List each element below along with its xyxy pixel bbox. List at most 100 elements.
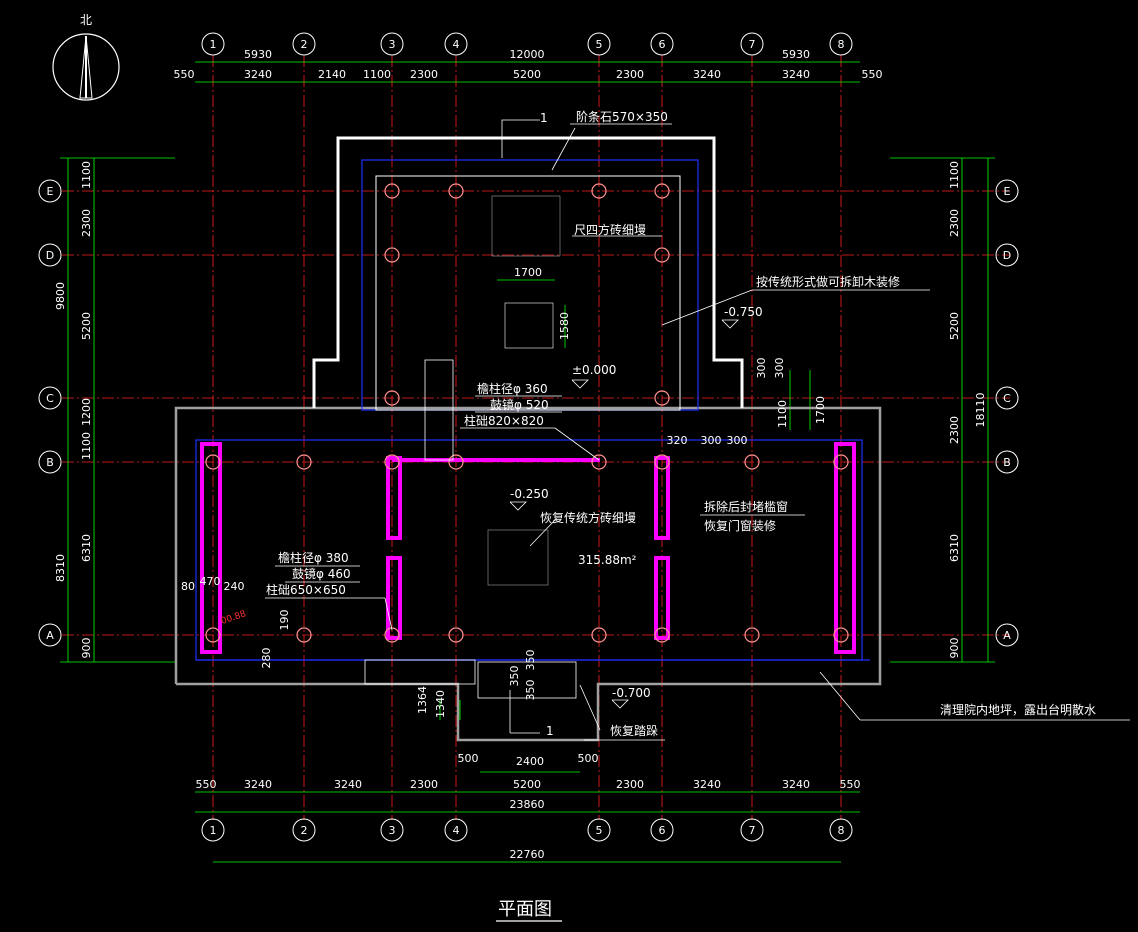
dim-top-r2-5: 5200 <box>513 68 541 81</box>
grid-letter-b-left: B <box>46 456 54 469</box>
elev-top-label: -0.750 <box>724 305 763 319</box>
dim-top-1: 5930 <box>244 48 272 61</box>
dim-right-2: 5200 <box>948 312 961 340</box>
col-bot-diameter: 檐柱径φ 380 <box>278 550 349 565</box>
dim-bot-8: 550 <box>840 778 861 791</box>
dim-top-r2-2: 2140 <box>318 68 346 81</box>
dim-side-2: 240 <box>224 580 245 593</box>
dim-left-outer-1: 8310 <box>54 554 67 582</box>
grid-num-2-top: 2 <box>301 38 308 51</box>
dim-left-outer-0: 9800 <box>54 282 67 310</box>
elev-step-label: -0.700 <box>612 686 651 700</box>
dim-stair-1: 1340 <box>434 690 447 718</box>
dim-top-r2-4: 2300 <box>410 68 438 81</box>
grid-letter-c-right: C <box>1003 392 1011 405</box>
axis-grid <box>62 55 1010 820</box>
grid-num-5-bottom: 5 <box>596 824 603 837</box>
tile-top-label: 尺四方砖细墁 <box>574 222 646 237</box>
dim-stair-9: 280 <box>260 648 273 669</box>
grid-bubbles <box>38 32 1019 842</box>
window-label-1: 拆除后封堵槛窗 <box>704 499 788 514</box>
stairs <box>364 359 577 699</box>
bottom-dimensions: 550 3240 3240 2300 5200 2300 3240 3240 5… <box>196 778 861 861</box>
dim-top-r2-9: 550 <box>862 68 883 81</box>
inner-lines <box>195 159 870 661</box>
col-top-base: 柱础820×820 <box>464 413 544 428</box>
dim-left-3: 1200 <box>80 398 93 426</box>
dim-side-1: 470 <box>200 575 221 588</box>
dim-bot-0: 550 <box>196 778 217 791</box>
yard-note-label: 清理院内地坪，露出台明散水 <box>940 702 1096 717</box>
step-stone-label: 阶条石570×350 <box>576 110 668 124</box>
dim-bot-2: 3240 <box>334 778 362 791</box>
dim-right-5: 900 <box>948 638 961 659</box>
dim-top-r2-0: 550 <box>174 68 195 81</box>
dim-bot-6: 3240 <box>693 778 721 791</box>
grid-letter-c-left: C <box>46 392 54 405</box>
grid-num-6-bottom: 6 <box>659 824 666 837</box>
north-label: 北 <box>80 13 92 27</box>
dim-stair-3: 350 <box>524 650 537 671</box>
dimension-lines <box>60 61 995 863</box>
dim-stair-2: 350 <box>508 666 521 687</box>
window-label-2: 恢复门窗装修 <box>704 518 776 533</box>
grid-num-4-top: 4 <box>453 38 460 51</box>
section-mark-top: 1 <box>540 111 548 125</box>
dim-left-1: 2300 <box>80 209 93 237</box>
dim-left-4: 1100 <box>80 432 93 460</box>
grid-num-7-bottom: 7 <box>749 824 756 837</box>
dim-bot-3: 2300 <box>410 778 438 791</box>
grid-letter-e-right: E <box>1004 185 1011 198</box>
right-dimensions: 1100 2300 5200 2300 6310 900 18110 <box>948 161 987 659</box>
dim-left-5: 6310 <box>80 534 93 562</box>
grid-num-8-bottom: 8 <box>838 824 845 837</box>
dim-right-1: 2300 <box>948 209 961 237</box>
north-arrow: 北 <box>52 13 120 101</box>
dim-bot-7: 3240 <box>782 778 810 791</box>
grid-num-3-bottom: 3 <box>389 824 396 837</box>
dim-left-6: 900 <box>80 638 93 659</box>
dim-bot-1: 3240 <box>244 778 272 791</box>
red-note: 00.88 <box>220 609 248 627</box>
dim-tile-height: 1580 <box>558 312 571 340</box>
dim-bot-total1: 23860 <box>510 798 545 811</box>
dim-porch-1: 300 <box>773 358 786 379</box>
dim-top-2: 12000 <box>510 48 545 61</box>
dim-stair-8: 190 <box>278 610 291 631</box>
top-dimensions: 5930 12000 5930 550 3240 2140 1100 2300 … <box>174 48 883 81</box>
grid-letter-d-left: D <box>46 249 54 262</box>
grid-num-5-top: 5 <box>596 38 603 51</box>
dim-right-3: 2300 <box>948 416 961 444</box>
drawing-title: 平面图 <box>496 899 562 922</box>
elev-hall-label: -0.250 <box>510 487 549 501</box>
col-bot-base: 柱础650×650 <box>266 582 346 597</box>
grid-num-8-top: 8 <box>838 38 845 51</box>
dim-bot-5: 2300 <box>616 778 644 791</box>
left-dimensions: 1100 2300 5200 1200 1100 6310 900 9800 8… <box>54 161 93 659</box>
grid-letter-b-right: B <box>1003 456 1011 469</box>
dim-porch-3: 1700 <box>814 396 827 424</box>
elev-zero-label: ±0.000 <box>572 363 616 377</box>
dim-tile-width: 1700 <box>514 266 542 279</box>
annotations: 1 阶条石570×350 尺四方砖细墁 按传统形式做可拆卸木装修 -0.750 … <box>220 110 1096 738</box>
restore-step-label: 恢复踏跺 <box>610 724 658 738</box>
tile-hall-label: 恢复传统方砖细墁 <box>540 510 636 525</box>
elevation-marks <box>509 319 739 709</box>
grid-bubble-labels: 1 2 3 4 5 6 7 8 1 2 3 4 5 6 7 8 E D C B … <box>46 38 1011 837</box>
col-top-drum: 鼓镜φ 520 <box>490 397 549 412</box>
grid-letter-e-left: E <box>47 185 54 198</box>
grid-letter-a-left: A <box>46 629 54 642</box>
grid-num-4-bottom: 4 <box>453 824 460 837</box>
grid-num-1-bottom: 1 <box>210 824 217 837</box>
area-label: 315.88m² <box>578 553 637 567</box>
walls <box>200 442 856 654</box>
dim-stair-6: 2400 <box>516 755 544 768</box>
dim-porch-4: 320 <box>667 434 688 447</box>
grid-letter-a-right: A <box>1003 629 1011 642</box>
grid-num-7-top: 7 <box>749 38 756 51</box>
stair-dimensions: 1364 1340 350 350 350 500 2400 500 190 2… <box>181 266 827 768</box>
dim-stair-7: 500 <box>578 752 599 765</box>
dim-top-r2-1: 3240 <box>244 68 272 81</box>
dim-stair-4: 350 <box>524 680 537 701</box>
leaders <box>265 119 1130 741</box>
